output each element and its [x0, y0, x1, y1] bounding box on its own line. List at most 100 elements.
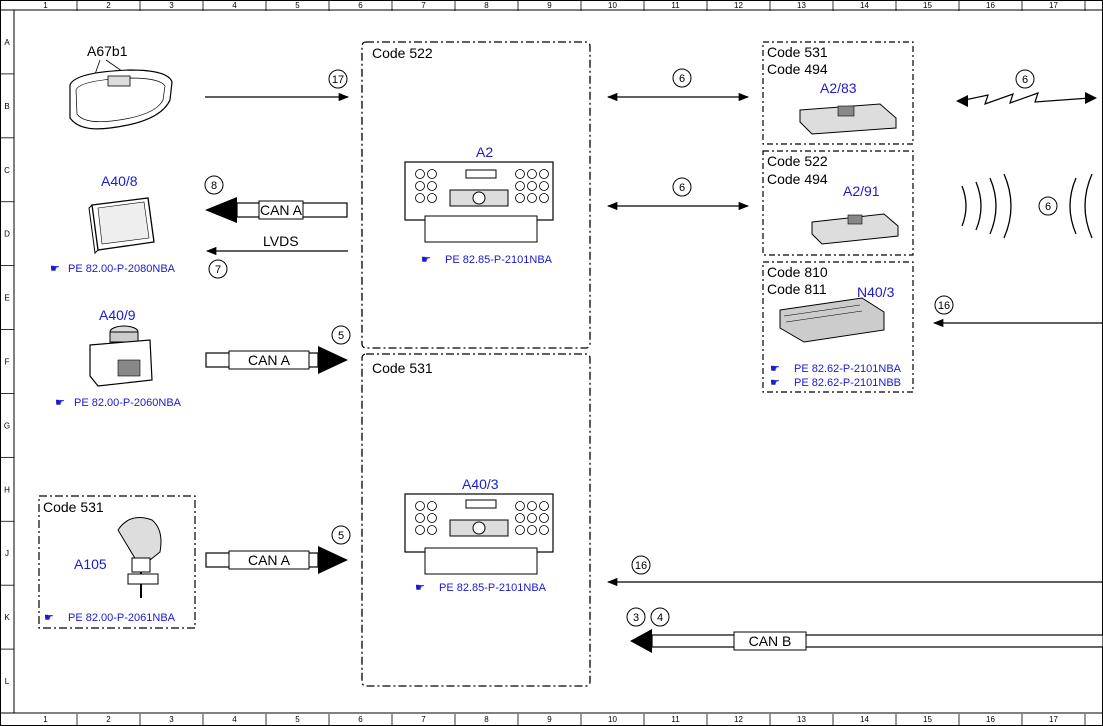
- can-a-link-a40-9: CAN A: [205, 346, 348, 374]
- grid-column-label: 15: [923, 1, 932, 10]
- a67b1-label: A67b1: [87, 43, 128, 59]
- a40-3-label: A40/3: [462, 476, 499, 492]
- grid-column-label: 5: [295, 715, 300, 724]
- a105-ref: PE 82.00-P-2061NBA: [68, 612, 176, 624]
- head-unit-button: [427, 501, 437, 511]
- component-n40-3: Code 810 Code 811 N40/3 ☛ PE 82.62-P-210…: [762, 261, 914, 393]
- grid-column-label: 5: [295, 1, 300, 10]
- a105-label: A105: [74, 556, 107, 572]
- head-unit-button: [527, 513, 537, 523]
- marker-16-b: 16: [631, 555, 651, 575]
- head-unit-button: [539, 501, 549, 511]
- module-icon: [799, 103, 897, 135]
- head-unit-button: [415, 513, 425, 523]
- head-unit-button: [515, 181, 525, 191]
- head-unit-button: [515, 193, 525, 203]
- grid-column-label: 15: [923, 715, 932, 724]
- grid-row-label: L: [5, 677, 10, 686]
- component-a2: Code 522 A2 ☛ PE 82.85-P-2101NBA: [361, 41, 591, 349]
- display-icon: [88, 197, 155, 255]
- grid-row-label: G: [4, 421, 10, 430]
- n40-3-ref1: PE 82.62-P-2101NBA: [794, 363, 902, 375]
- head-unit-button: [527, 525, 537, 535]
- head-unit-button: [427, 169, 437, 179]
- component-a40-8: A40/8 ☛ PE 82.00-P-2080NBA: [50, 173, 176, 275]
- marker-5-lower: 5: [331, 525, 351, 545]
- svg-text:5: 5: [338, 530, 344, 542]
- svg-text:4: 4: [657, 612, 663, 624]
- grid-column-label: 12: [734, 715, 743, 724]
- head-unit-button: [427, 193, 437, 203]
- can-a-link-a40-8: CAN A: [205, 197, 348, 223]
- svg-text:5: 5: [338, 330, 344, 342]
- grid-column-label: 11: [671, 715, 680, 724]
- svg-text:8: 8: [211, 180, 217, 192]
- a2-91-label: A2/91: [843, 183, 880, 199]
- pointing-hand-icon: ☛: [421, 254, 431, 266]
- grid-column-label: 16: [986, 715, 995, 724]
- grid-column-label: 11: [671, 1, 680, 10]
- a2-91-code2: Code 494: [767, 171, 828, 187]
- component-a2-91: Code 522 Code 494 A2/91: [762, 150, 914, 256]
- head-unit-button: [527, 181, 537, 191]
- head-unit-button: [427, 525, 437, 535]
- a2-label: A2: [476, 144, 493, 160]
- head-unit-button: [515, 169, 525, 179]
- grid-column-label: 2: [106, 715, 111, 724]
- a40-9-label: A40/9: [99, 307, 136, 323]
- head-unit-button: [527, 193, 537, 203]
- grid-column-label: 8: [484, 715, 489, 724]
- amplifier-icon: [779, 297, 885, 343]
- lvds-label: LVDS: [263, 233, 299, 249]
- head-unit-button: [539, 193, 549, 203]
- grid-column-label: 10: [608, 1, 617, 10]
- head-unit-button: [515, 525, 525, 535]
- marker-5-upper: 5: [331, 325, 351, 345]
- svg-text:16: 16: [635, 560, 647, 572]
- grid-column-label: 7: [421, 1, 426, 10]
- module-icon: [811, 213, 899, 245]
- svg-text:16: 16: [938, 300, 950, 312]
- radio-waves-icon: [961, 173, 1093, 239]
- head-unit-button: [539, 169, 549, 179]
- grid-column-label: 1: [43, 1, 48, 10]
- grid-row-label: A: [4, 38, 10, 47]
- svg-text:6: 6: [679, 182, 685, 194]
- marker-7: 7: [208, 259, 228, 279]
- grid-row-label: C: [4, 166, 10, 175]
- grid-column-label: 9: [547, 715, 552, 724]
- marker-4: 4: [650, 607, 670, 627]
- head-unit-button: [527, 169, 537, 179]
- head-unit-button: [539, 525, 549, 535]
- a2-ref: PE 82.85-P-2101NBA: [445, 254, 553, 266]
- head-unit-button: [515, 501, 525, 511]
- pointing-hand-icon: ☛: [770, 377, 780, 389]
- marker-3: 3: [626, 607, 646, 627]
- head-unit-button: [415, 193, 425, 203]
- component-a105: Code 531 A105 ☛ PE 82.00-P-2061NBA: [38, 495, 196, 629]
- grid-column-label: 2: [106, 1, 111, 10]
- grid-column-label: 17: [1049, 1, 1058, 10]
- head-unit-button: [427, 513, 437, 523]
- marker-6-a: 6: [672, 68, 692, 88]
- svg-text:6: 6: [1022, 74, 1028, 86]
- marker-16-a: 16: [934, 295, 954, 315]
- a2-91-code1: Code 522: [767, 153, 828, 169]
- n40-3-code2: Code 811: [767, 281, 827, 297]
- a2-83-code1: Code 531: [767, 44, 828, 60]
- svg-text:3: 3: [633, 612, 639, 624]
- grid-column-label: 6: [358, 1, 363, 10]
- grid-column-label: 13: [797, 715, 806, 724]
- a40-3-code: Code 531: [372, 360, 433, 376]
- grid-row-label: H: [4, 485, 10, 494]
- component-a40-9: A40/9 ☛ PE 82.00-P-2060NBA: [55, 307, 182, 409]
- a2-83-label: A2/83: [820, 80, 857, 96]
- grid-column-label: 1: [43, 715, 48, 724]
- grid-row-label: E: [4, 294, 9, 303]
- grid-column-label: 17: [1049, 715, 1058, 724]
- component-a67b1: A67b1: [69, 43, 173, 130]
